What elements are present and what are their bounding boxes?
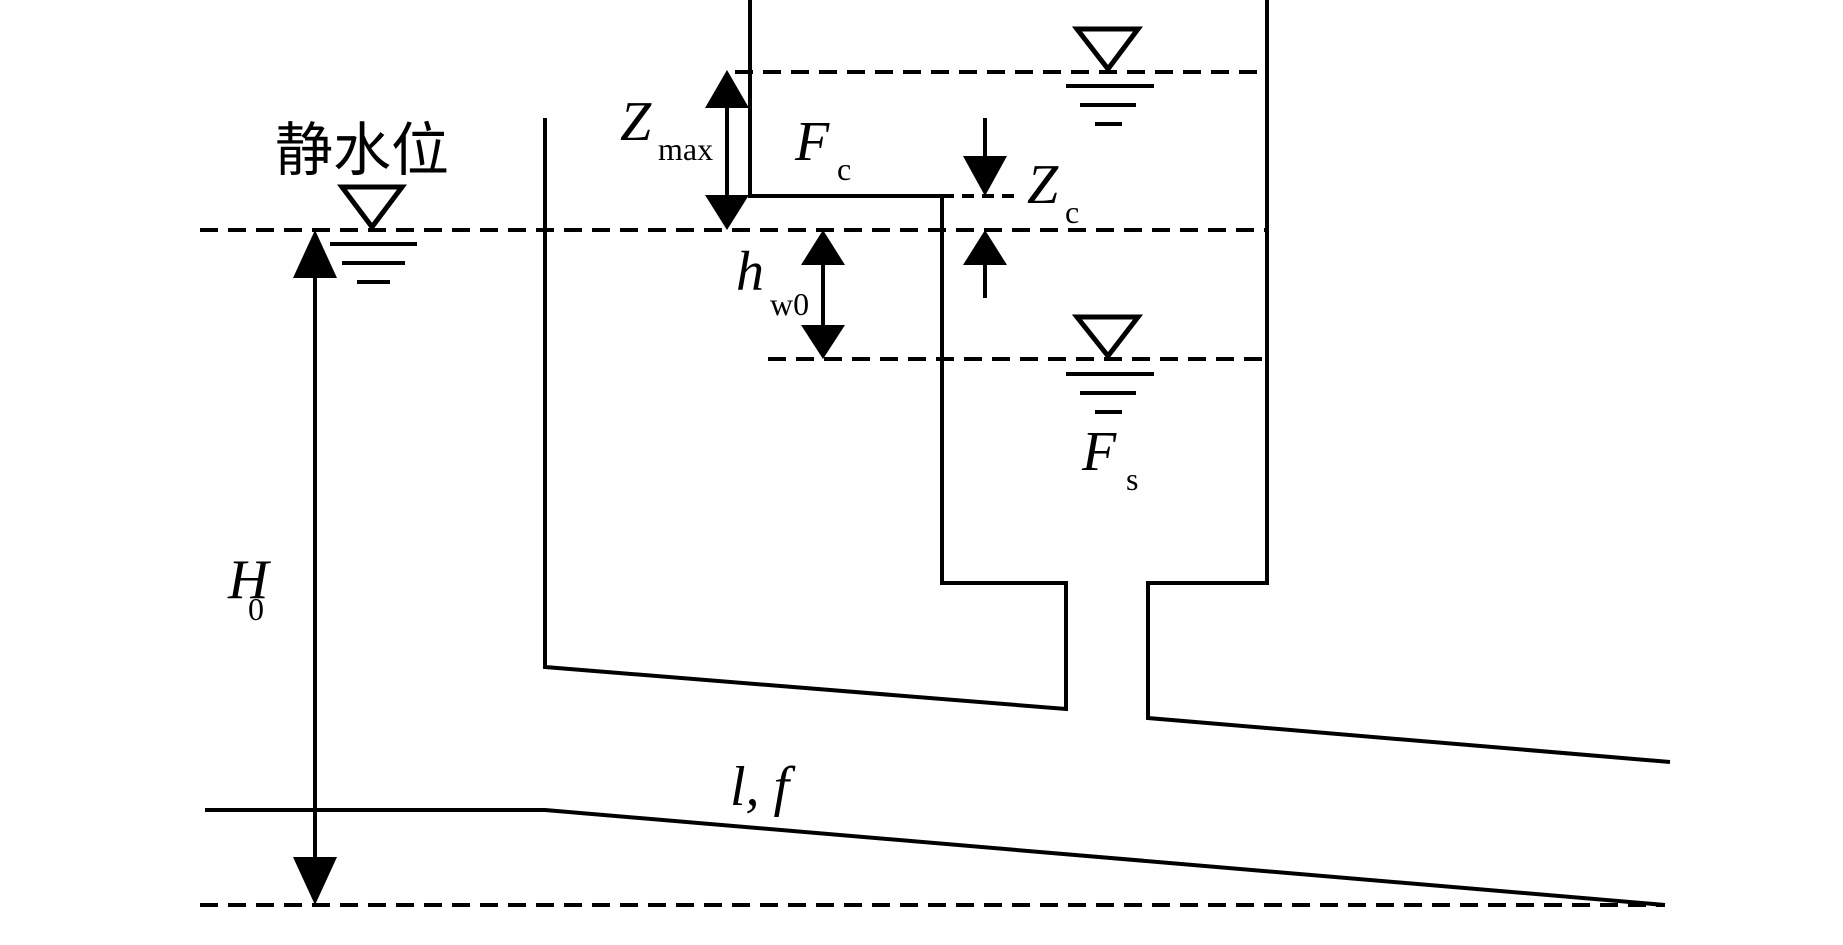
- H0-label: H: [227, 549, 271, 611]
- hw0-subscript: w0: [770, 286, 809, 322]
- H0-subscript: 0: [248, 591, 264, 627]
- Fs-subscript: s: [1126, 461, 1138, 497]
- Zmax-label: Z: [620, 91, 652, 153]
- hw0-label: h: [736, 241, 764, 303]
- tunnel-length-friction-label: l, f: [730, 756, 797, 818]
- Zc-subscript: c: [1065, 194, 1079, 230]
- Zmax-dimension-arrow: [705, 70, 749, 230]
- Fc-label: F: [794, 111, 830, 173]
- upstream-structure-outline: [543, 0, 1068, 712]
- Zc-label: Z: [1027, 154, 1059, 216]
- Fc-subscript: c: [837, 151, 851, 187]
- H0-dimension-arrow: [293, 230, 337, 905]
- water-level-symbol-min: [1066, 314, 1154, 414]
- Zmax-subscript: max: [658, 131, 713, 167]
- hw0-dimension-arrow: [801, 230, 845, 359]
- water-level-symbol-max: [1066, 26, 1154, 126]
- Fs-label: F: [1081, 421, 1117, 483]
- surge-tank-outline: [1146, 0, 1671, 764]
- tunnel-bottom-line: [205, 808, 1666, 907]
- Zc-dimension-arrows: [963, 118, 1007, 298]
- static-water-level-label: 静水位: [275, 116, 449, 184]
- water-level-symbol-static: [330, 184, 417, 284]
